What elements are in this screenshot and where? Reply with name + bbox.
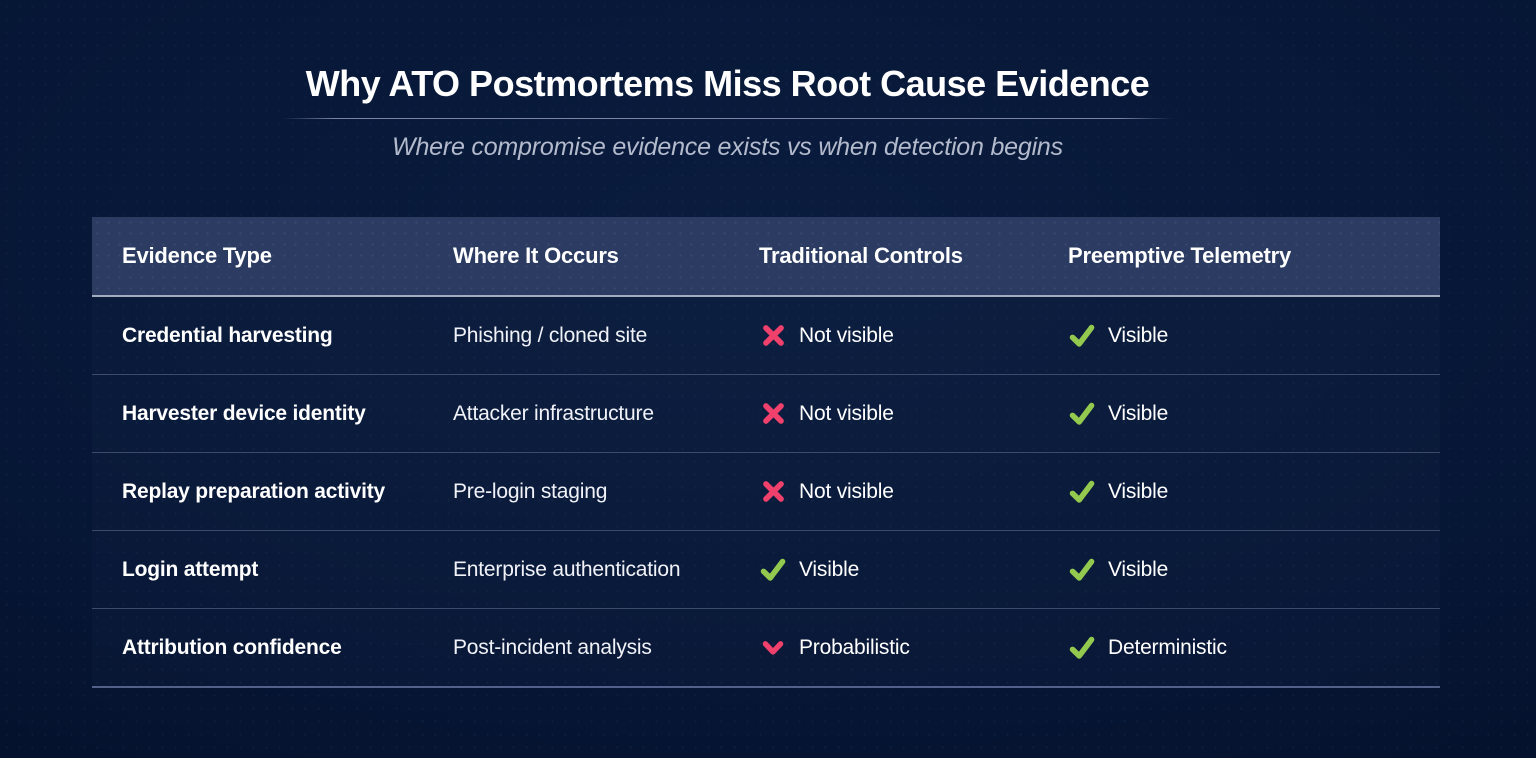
table-header-row: Evidence Type Where It Occurs Traditiona… (92, 217, 1440, 297)
evidence-type-cell: Login attempt (122, 557, 259, 581)
evidence-type-cell: Attribution confidence (122, 635, 342, 659)
page-title: Why ATO Postmortems Miss Root Cause Evid… (305, 63, 1150, 104)
table-row: Harvester device identity Attacker infra… (92, 375, 1440, 453)
column-header-traditional-controls: Traditional Controls (759, 243, 963, 268)
evidence-type-cell: Replay preparation activity (122, 479, 386, 503)
cross-icon (759, 478, 787, 506)
title-block: Why ATO Postmortems Miss Root Cause Evid… (280, 60, 1175, 162)
evidence-type-cell: Harvester device identity (122, 401, 366, 425)
table-body: Credential harvesting Phishing / cloned … (92, 297, 1440, 688)
where-it-occurs-cell: Pre-login staging (453, 479, 608, 503)
chevron-down-icon (759, 634, 787, 662)
where-it-occurs-cell: Enterprise authentication (453, 557, 681, 581)
traditional-controls-cell: Not visible (759, 322, 1068, 350)
column-header-preemptive-telemetry: Preemptive Telemetry (1068, 243, 1292, 268)
column-header-evidence-type: Evidence Type (122, 243, 272, 268)
preemptive-telemetry-cell: Visible (1068, 478, 1440, 506)
comparison-table: Evidence Type Where It Occurs Traditiona… (92, 217, 1440, 688)
table-row: Login attempt Enterprise authentication … (92, 531, 1440, 609)
where-it-occurs-cell: Post-incident analysis (453, 635, 652, 659)
preemptive-telemetry-cell: Visible (1068, 400, 1440, 428)
check-icon (759, 556, 787, 584)
preemptive-telemetry-cell: Deterministic (1068, 634, 1440, 662)
check-icon (1068, 634, 1096, 662)
traditional-controls-cell: Not visible (759, 478, 1068, 506)
table-row: Credential harvesting Phishing / cloned … (92, 297, 1440, 375)
preemptive-telemetry-cell: Visible (1068, 322, 1440, 350)
check-icon (1068, 400, 1096, 428)
evidence-type-cell: Credential harvesting (122, 323, 333, 347)
check-icon (1068, 478, 1096, 506)
check-icon (1068, 556, 1096, 584)
cross-icon (759, 322, 787, 350)
preemptive-telemetry-cell: Visible (1068, 556, 1440, 584)
table-row: Attribution confidence Post-incident ana… (92, 609, 1440, 688)
traditional-controls-cell: Not visible (759, 400, 1068, 428)
cross-icon (759, 400, 787, 428)
traditional-controls-cell: Visible (759, 556, 1068, 584)
column-header-where-it-occurs: Where It Occurs (453, 243, 619, 268)
where-it-occurs-cell: Phishing / cloned site (453, 323, 648, 347)
where-it-occurs-cell: Attacker infrastructure (453, 401, 654, 425)
page-subtitle: Where compromise evidence exists vs when… (392, 133, 1063, 161)
traditional-controls-cell: Probabilistic (759, 634, 1068, 662)
check-icon (1068, 322, 1096, 350)
table-row: Replay preparation activity Pre-login st… (92, 453, 1440, 531)
title-divider (282, 118, 1173, 119)
